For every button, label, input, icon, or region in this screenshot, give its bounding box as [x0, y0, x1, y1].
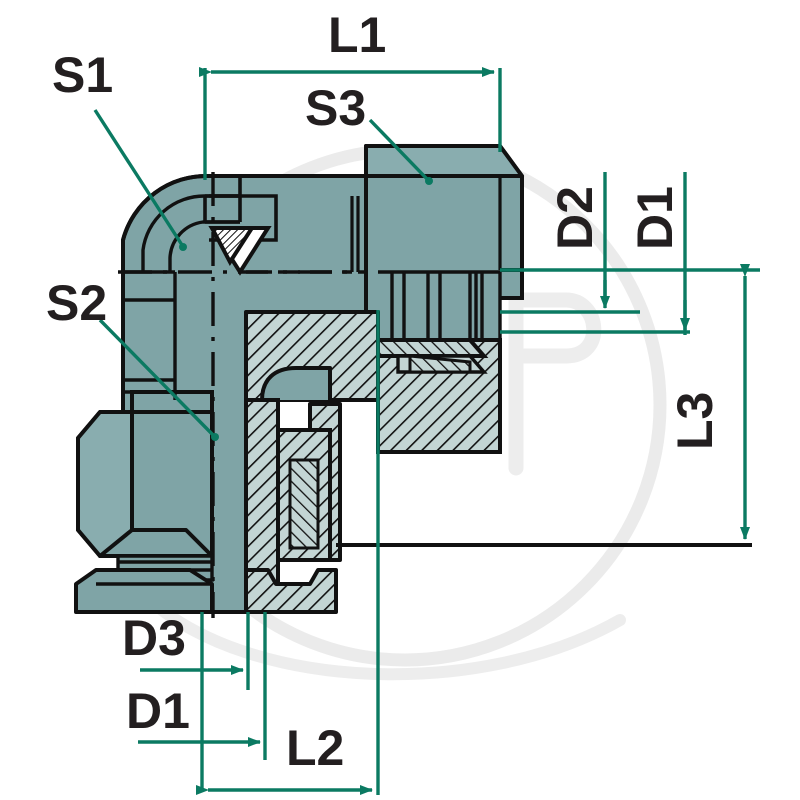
- dimension-D1-bottom: [138, 612, 267, 760]
- dimension-D3: [140, 612, 250, 790]
- label-D1-right: D1: [627, 186, 683, 250]
- body-detail-lines-lowerleft: [123, 270, 177, 400]
- dimension-labels: S1 S2 S3 L1 L2 D3 D1 D2 D1 L3: [46, 7, 723, 776]
- label-S2: S2: [46, 275, 107, 331]
- elbow-outer-radius: [121, 173, 240, 272]
- dimension-L1: [199, 67, 502, 180]
- dimension-L2: [196, 310, 380, 795]
- section-wall-vertical: [244, 398, 338, 614]
- label-D3: D3: [122, 610, 186, 666]
- label-L2: L2: [286, 720, 344, 776]
- label-D1-bottom: D1: [126, 683, 190, 739]
- fitting-assembly: [74, 144, 752, 618]
- dimension-D1-right: [500, 172, 690, 335]
- label-D2: D2: [547, 186, 603, 250]
- hex-nut-lower: [74, 390, 214, 614]
- surface-finish-symbol: [208, 226, 272, 276]
- label-L1: L1: [328, 7, 386, 63]
- leader-S1: [93, 109, 187, 251]
- leader-S2: [98, 318, 219, 441]
- label-S1: S1: [52, 47, 113, 103]
- label-S3: S3: [305, 80, 366, 136]
- leader-S3: [368, 118, 433, 185]
- dimension-lines: [93, 67, 760, 795]
- dimension-D2: [500, 172, 760, 314]
- label-L3: L3: [667, 392, 723, 450]
